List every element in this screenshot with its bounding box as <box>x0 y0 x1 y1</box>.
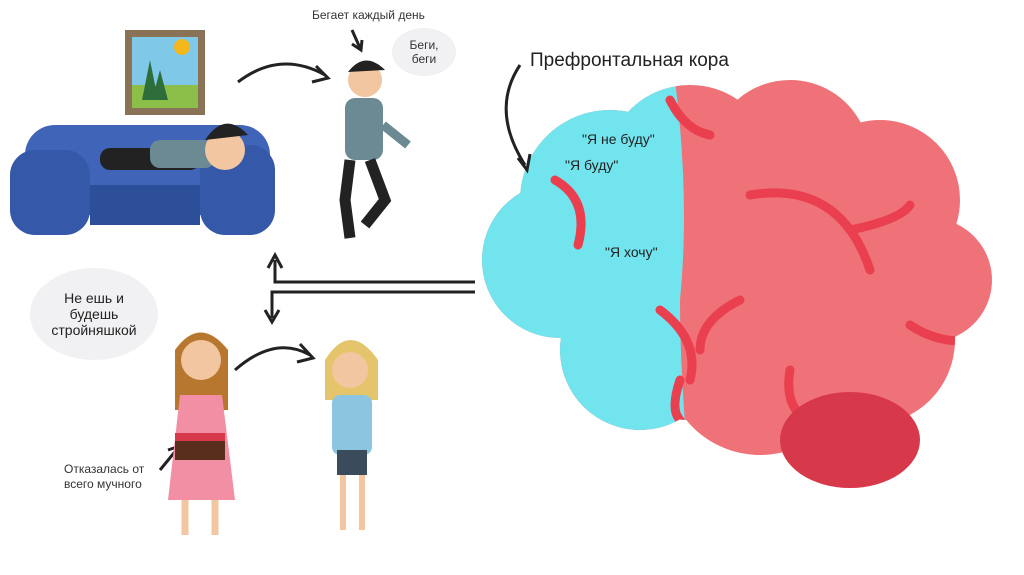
wall-picture <box>125 30 205 115</box>
prefrontal-cortex <box>482 80 690 455</box>
girl-speech-bubble: Не ешь и будешь стройняшкой <box>30 268 158 360</box>
lying-man <box>100 123 248 170</box>
top-caption: Бегает каждый день <box>312 8 425 22</box>
girl-speech-text: Не ешь и будешь стройняшкой <box>51 290 137 338</box>
runner-speech-text: Беги, беги <box>409 38 439 66</box>
brain <box>482 80 992 455</box>
label-i-wont: "Я не буду" <box>582 131 655 147</box>
girl-with-cake <box>168 332 235 535</box>
cerebellum <box>780 392 920 488</box>
slim-girl <box>325 340 378 530</box>
arrow-to-prefrontal <box>504 64 527 166</box>
cake <box>175 440 225 460</box>
label-i-will: "Я буду" <box>565 157 619 173</box>
running-man <box>339 60 411 239</box>
girl-caption: Отказалась от всего мучного <box>64 462 145 491</box>
label-i-want: "Я хочу" <box>605 244 658 260</box>
runner-speech-bubble: Беги, беги <box>392 28 456 76</box>
brain-title: Префронтальная кора <box>530 50 729 71</box>
